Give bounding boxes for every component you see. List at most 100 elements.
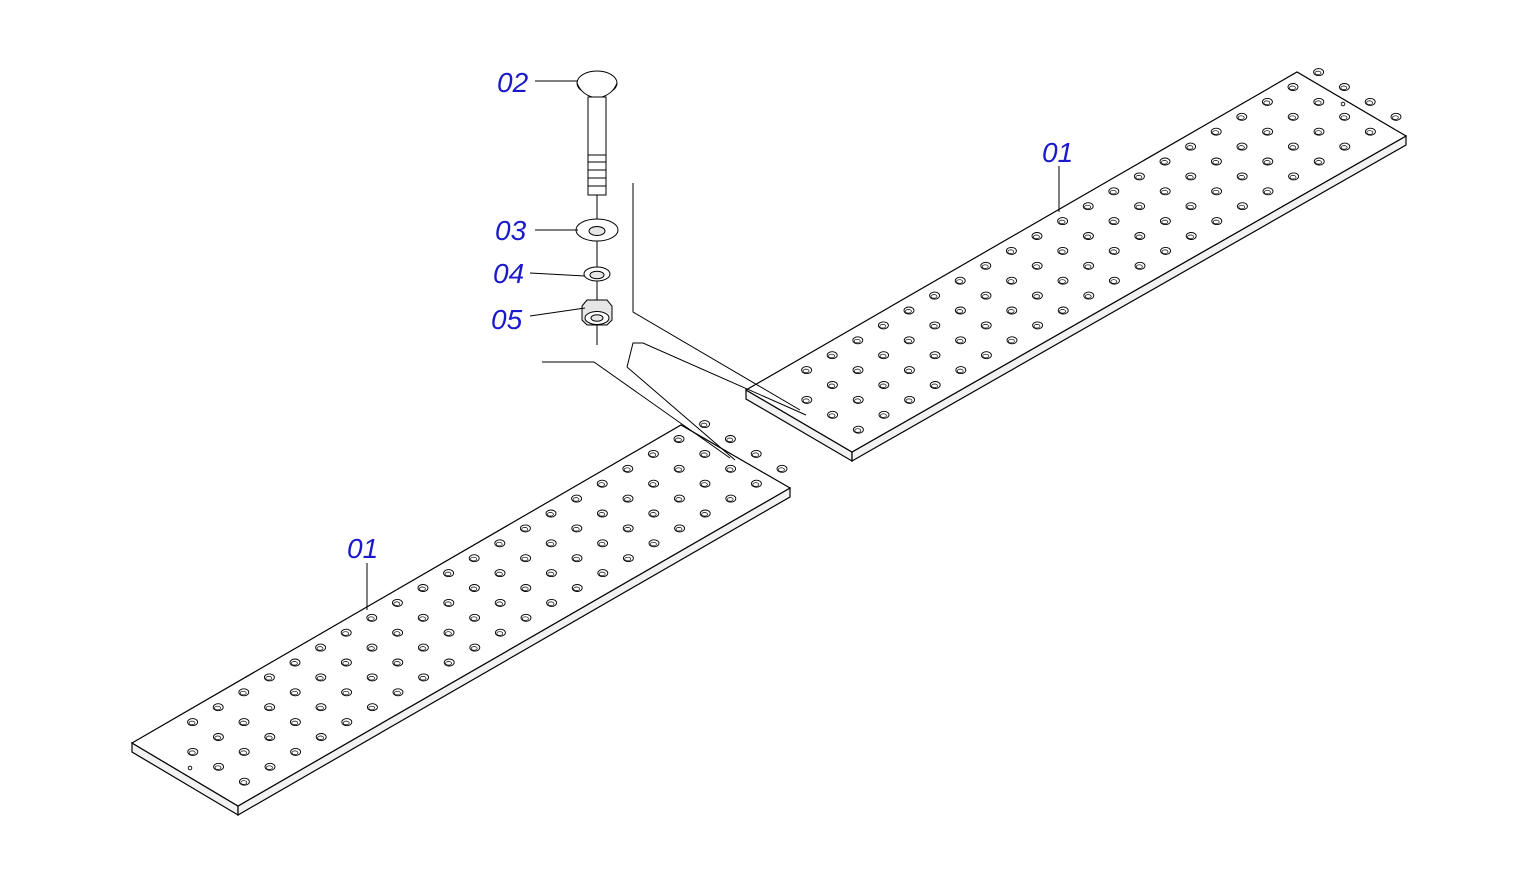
perforation-hole-inner xyxy=(188,750,196,755)
perforation-hole-inner xyxy=(214,705,221,711)
perforation-hole-inner xyxy=(598,571,606,577)
perforation-hole-inner xyxy=(802,368,810,374)
perforation-hole-inner xyxy=(368,646,375,651)
perforation-hole-inner xyxy=(265,735,273,740)
perforation-hole-inner xyxy=(1136,264,1143,269)
perforation-hole-inner xyxy=(726,437,734,442)
perforation-hole-inner xyxy=(1110,219,1117,225)
perforation-hole-inner xyxy=(240,780,248,785)
upper-perforated-plate xyxy=(744,68,1408,463)
perforation-hole-inner xyxy=(394,690,401,696)
perforation-hole-inner xyxy=(1033,234,1040,239)
perforation-hole-inner xyxy=(982,353,990,359)
perforation-hole-inner xyxy=(905,368,913,374)
perforation-hole-inner xyxy=(291,661,298,666)
perforation-hole-inner xyxy=(521,527,529,532)
callout-05-nut: 05 xyxy=(491,304,523,335)
perforation-hole-inner xyxy=(623,467,631,472)
perforation-hole-inner xyxy=(521,556,529,562)
perforation-hole-inner xyxy=(598,541,606,547)
detail-break-lines xyxy=(542,183,807,461)
perforation-hole-inner xyxy=(1008,338,1015,344)
perforation-hole-inner xyxy=(444,571,452,577)
upper-plate-top-face xyxy=(744,71,1408,453)
perforation-hole-inner xyxy=(1238,175,1245,180)
perforation-hole-inner xyxy=(982,294,989,299)
perforation-hole-inner xyxy=(1007,279,1015,284)
perforation-hole-inner xyxy=(1187,204,1194,210)
perforation-hole-inner xyxy=(931,383,938,388)
perforation-hole-inner xyxy=(419,676,427,681)
perforation-hole-inner xyxy=(828,383,836,388)
perforation-hole-inner xyxy=(1340,115,1348,120)
perforation-hole-inner xyxy=(547,512,554,517)
perforation-hole-inner xyxy=(649,482,657,487)
perforation-hole-inner xyxy=(905,338,912,344)
upper-plate-corner-pin xyxy=(1340,101,1346,107)
perforation-hole-inner xyxy=(1084,204,1091,210)
perforation-hole-inner xyxy=(188,720,196,726)
perforation-hole-inner xyxy=(956,279,963,284)
bolt-thread xyxy=(587,154,607,196)
perforation-hole-inner xyxy=(573,556,580,562)
perforation-hole-inner xyxy=(1366,100,1373,105)
perforation-hole-inner xyxy=(240,720,247,726)
perforation-hole-inner xyxy=(649,512,657,517)
perforation-hole-inner xyxy=(879,324,887,329)
perforation-hole-inner xyxy=(342,661,350,666)
perforation-hole-inner xyxy=(368,705,376,711)
perforation-hole-inner xyxy=(1084,234,1092,239)
perforation-hole-inner xyxy=(547,601,555,606)
perforation-hole-inner xyxy=(547,571,555,577)
perforation-hole-inner xyxy=(240,750,247,755)
perforation-hole-inner xyxy=(726,467,734,472)
perforation-hole-inner xyxy=(1135,204,1143,210)
perforation-hole-inner xyxy=(1059,309,1066,314)
perforation-hole-inner xyxy=(701,482,708,487)
callout-02-bolt: 02 xyxy=(497,67,529,98)
perforation-hole-inner xyxy=(445,661,452,666)
perforation-hole-inner xyxy=(316,676,324,681)
perforation-hole-inner xyxy=(239,690,247,696)
perforation-hole-inner xyxy=(522,616,529,621)
perforation-hole-inner xyxy=(573,586,580,591)
perforation-hole-inner xyxy=(982,324,989,329)
perforation-hole-inner xyxy=(316,646,324,651)
perforation-hole-inner xyxy=(1007,309,1015,314)
upper-plate-hole-pattern xyxy=(801,68,1402,434)
perforation-hole-inner xyxy=(956,309,964,314)
perforation-hole-inner xyxy=(317,735,324,740)
perforation-hole-inner xyxy=(1033,294,1041,299)
fastener-stack xyxy=(575,70,619,345)
perforation-hole-inner xyxy=(1110,279,1118,284)
bolt-shank xyxy=(587,96,607,156)
perforation-hole-inner xyxy=(470,616,478,621)
perforation-hole-inner xyxy=(496,601,503,606)
perforation-hole-inner xyxy=(1212,219,1220,225)
perforation-hole-inner xyxy=(1238,145,1245,150)
perforation-hole-inner xyxy=(1238,204,1246,210)
lower-plate-corner-pin xyxy=(187,765,193,771)
perforation-hole-inner xyxy=(419,646,427,651)
perforation-hole-inner xyxy=(1084,294,1092,299)
perforation-hole-inner xyxy=(1135,175,1143,180)
perforation-hole-inner xyxy=(368,676,375,681)
perforation-hole-inner xyxy=(342,690,350,696)
perforation-hole-inner xyxy=(880,413,887,418)
perforation-hole-inner xyxy=(1187,234,1194,239)
perforation-hole-inner xyxy=(1366,130,1374,135)
perforation-hole-inner xyxy=(905,398,913,403)
perforation-hole-inner xyxy=(419,586,426,591)
perforation-hole-inner xyxy=(1033,264,1040,269)
lock-washer-hole xyxy=(589,270,605,280)
perforation-hole-inner xyxy=(521,586,529,591)
perforation-hole-inner xyxy=(1135,234,1143,239)
perforation-hole-inner xyxy=(572,497,580,502)
perforation-hole-inner xyxy=(444,601,452,606)
perforation-hole-inner xyxy=(778,467,785,472)
perforation-hole-inner xyxy=(1007,249,1015,254)
perforation-hole-inner xyxy=(624,527,631,532)
perforation-hole-inner xyxy=(470,556,477,562)
perforation-hole-inner xyxy=(1212,130,1219,135)
perforation-hole-inner xyxy=(1186,145,1194,150)
